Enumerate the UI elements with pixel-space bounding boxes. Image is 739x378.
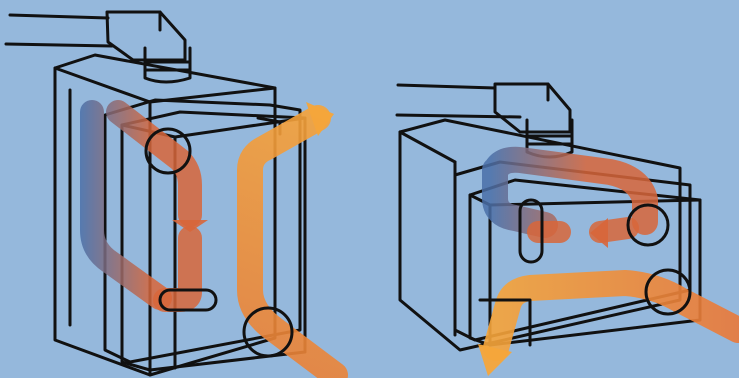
left-flow-arrowhead: [172, 220, 208, 232]
right-unit: [397, 84, 738, 376]
left-inlet-duct: [6, 15, 112, 46]
right-inlet-duct: [397, 85, 520, 117]
right-elbow-connector: [495, 84, 572, 157]
right-return-flow: [538, 228, 628, 232]
left-unit: [6, 12, 335, 375]
